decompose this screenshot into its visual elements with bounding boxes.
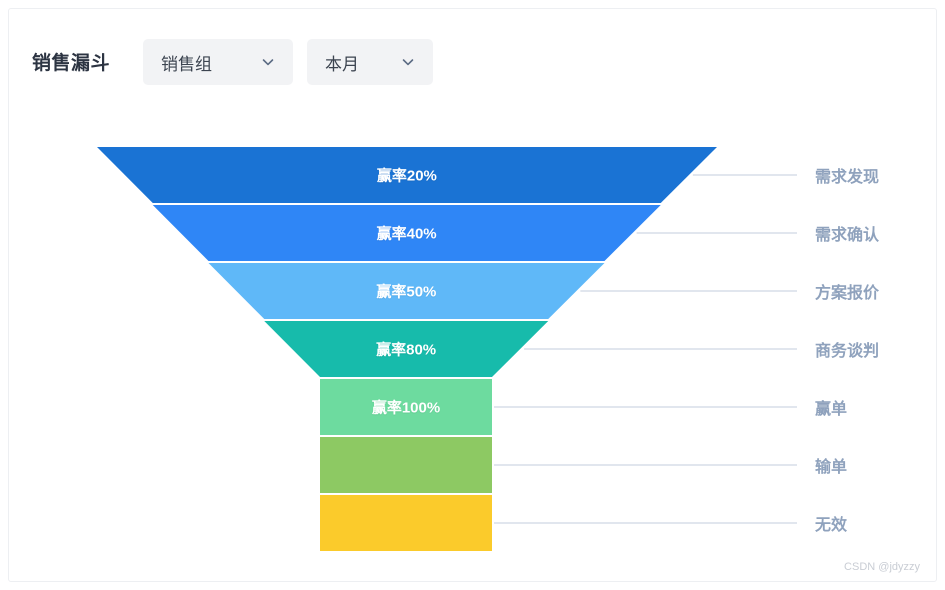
watermark: CSDN @jdyzzy — [844, 561, 920, 573]
funnel-segment[interactable] — [320, 495, 492, 551]
funnel-segment-label: 赢率100% — [371, 399, 441, 417]
funnel-segment-label: 赢率20% — [376, 167, 437, 185]
funnel-stage-label[interactable]: 输单 — [815, 459, 848, 476]
funnel-segment[interactable] — [320, 379, 492, 435]
funnel-stage-label[interactable]: 需求发现 — [815, 169, 880, 186]
funnel-stage-label[interactable]: 商务谈判 — [815, 343, 880, 360]
filter-select-range[interactable]: 本月 — [307, 39, 433, 85]
funnel-segment[interactable] — [264, 321, 549, 377]
page-title: 销售漏斗 — [32, 53, 111, 74]
chevron-down-icon — [401, 55, 415, 69]
sales-funnel-card: 销售漏斗 销售组 本月 赢率20% 赢率40% 赢率50% 赢率80% 赢率100% 需… — [8, 8, 937, 582]
card-header: 销售漏斗 销售组 本月 — [9, 9, 936, 109]
funnel-segment[interactable] — [208, 263, 605, 319]
funnel-segment[interactable] — [152, 205, 661, 261]
funnel-stage-label[interactable]: 无效 — [815, 517, 848, 534]
funnel-chart: 赢率20% 赢率40% 赢率50% 赢率80% 赢率100% 需求发现需求确认方案报价商… — [9, 109, 938, 583]
chevron-down-icon — [261, 55, 275, 69]
funnel-graphic — [97, 147, 797, 551]
funnel-stage-label[interactable]: 方案报价 — [815, 285, 880, 302]
filter-select-range-value: 本月 — [325, 54, 359, 74]
funnel-stage-label[interactable]: 赢单 — [815, 401, 848, 418]
funnel-segment[interactable] — [320, 437, 492, 493]
filter-select-group-value: 销售组 — [161, 54, 212, 74]
funnel-segment-label: 赢率50% — [376, 283, 437, 301]
funnel-segment-label: 赢率80% — [376, 341, 437, 359]
funnel-stage-label[interactable]: 需求确认 — [815, 227, 880, 244]
filter-select-group[interactable]: 销售组 — [143, 39, 293, 85]
funnel-segment-label: 赢率40% — [376, 225, 437, 243]
funnel-segment[interactable] — [97, 147, 717, 203]
